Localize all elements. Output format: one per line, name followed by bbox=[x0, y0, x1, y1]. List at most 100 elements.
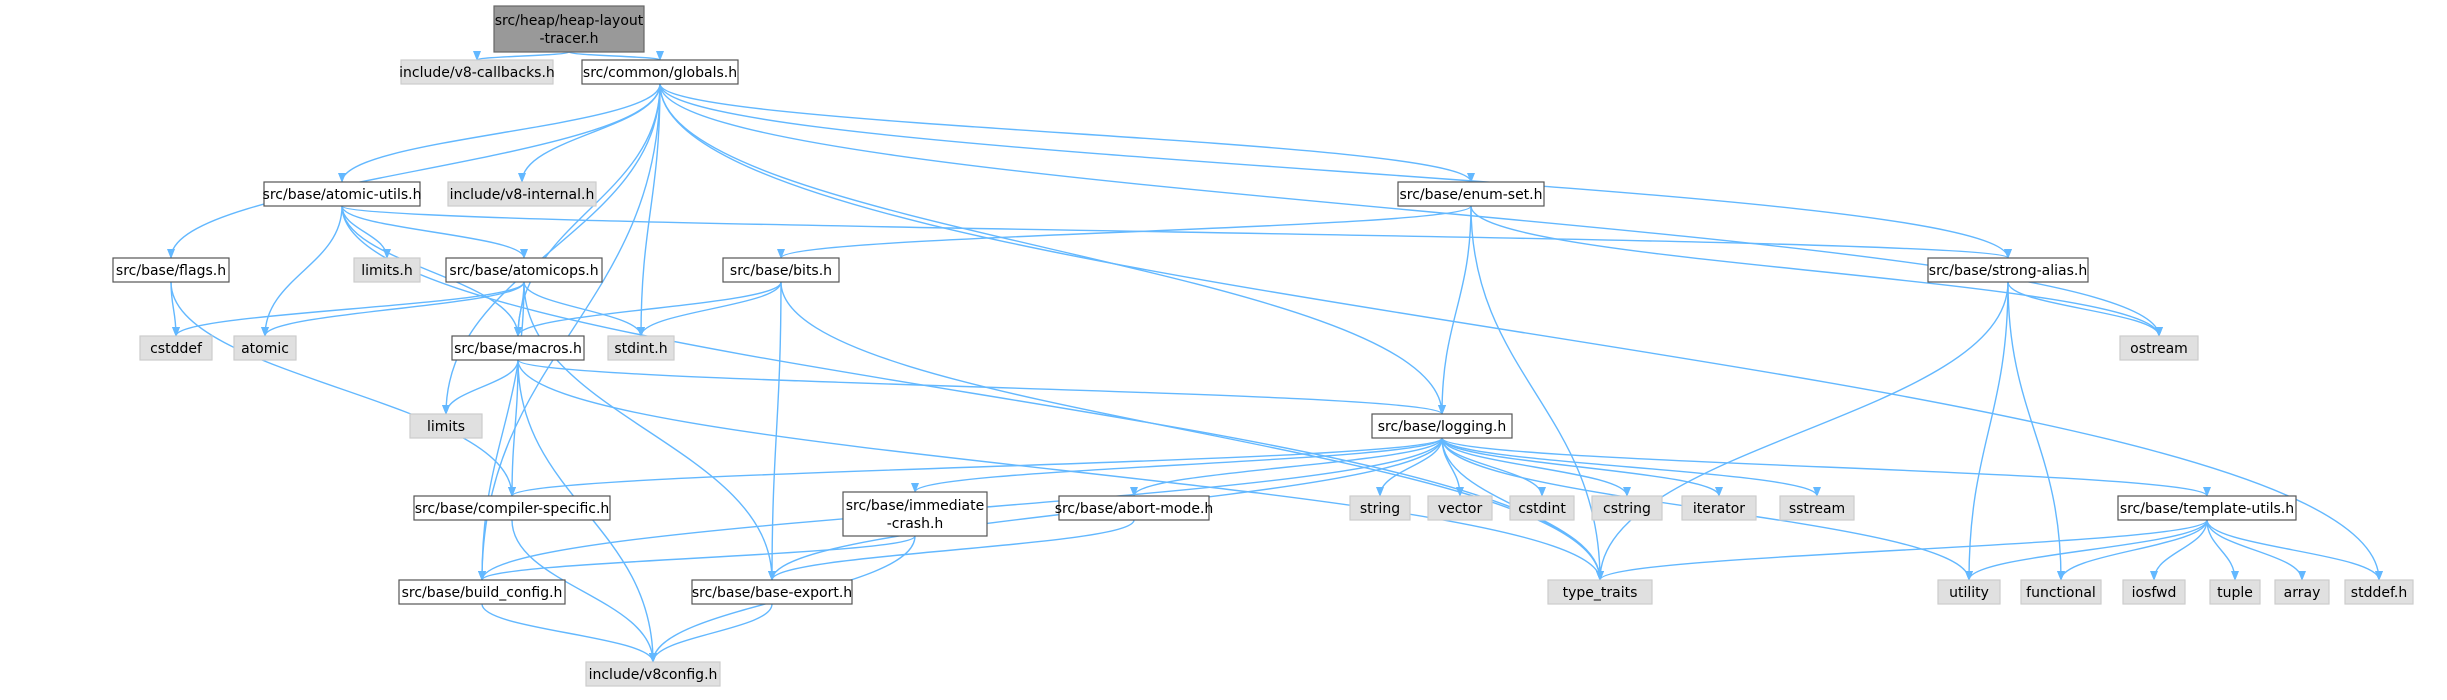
node-label-immediate: src/base/immediate bbox=[846, 498, 984, 514]
node-globals[interactable]: src/common/globals.h bbox=[581, 59, 739, 85]
node-label-heap: -tracer.h bbox=[540, 31, 599, 47]
node-atomic[interactable]: atomic bbox=[233, 335, 297, 361]
node-atomicops[interactable]: src/base/atomicops.h bbox=[445, 257, 603, 283]
node-box-abortmode bbox=[1058, 495, 1210, 521]
edge-atomicutils-to-macros bbox=[341, 205, 522, 337]
edge-logging-to-cstdint bbox=[1441, 437, 1546, 497]
node-iosfwd[interactable]: iosfwd bbox=[2122, 579, 2186, 605]
nodes-layer: src/heap/heap-layout -tracer.h include/v8-… bbox=[112, 5, 2414, 687]
edge-globals-to-v8internal bbox=[518, 83, 661, 183]
node-logging[interactable]: src/base/logging.h bbox=[1371, 413, 1513, 439]
node-box-stddefh bbox=[2344, 579, 2414, 605]
edge-enumset-to-logging bbox=[1438, 205, 1472, 415]
edge-macros-to-typetraits bbox=[517, 359, 1604, 581]
node-heap[interactable]: src/heap/heap-layout -tracer.h bbox=[493, 5, 645, 53]
node-stdint[interactable]: stdint.h bbox=[607, 335, 675, 361]
node-box-globals bbox=[581, 59, 739, 85]
node-box-typetraits bbox=[1547, 579, 1653, 605]
node-array[interactable]: array bbox=[2274, 579, 2330, 605]
node-bits[interactable]: src/base/bits.h bbox=[722, 257, 840, 283]
edge-globals-to-stddefh bbox=[659, 83, 2383, 581]
node-ostream[interactable]: ostream bbox=[2119, 335, 2199, 361]
node-typetraits[interactable]: type_traits bbox=[1547, 579, 1653, 605]
node-compiler[interactable]: src/base/compiler-specific.h bbox=[413, 495, 611, 521]
edge-bits-to-macros bbox=[514, 281, 782, 337]
node-box-cstring bbox=[1591, 495, 1663, 521]
edge-globals-to-ostream bbox=[659, 83, 2163, 337]
edge-globals-to-buildconfig bbox=[478, 83, 661, 581]
edge-atomicops-to-baseexport bbox=[523, 281, 776, 581]
node-box-v8internal bbox=[447, 181, 597, 207]
edge-logging-to-immediate bbox=[911, 437, 1443, 493]
node-label-v8internal: include/v8-internal.h bbox=[450, 187, 595, 203]
node-atomicutils[interactable]: src/base/atomic-utils.h bbox=[263, 181, 422, 207]
edge-immediate-to-buildconfig bbox=[478, 535, 916, 581]
node-label-heap: src/heap/heap-layout bbox=[495, 13, 644, 29]
node-tuple[interactable]: tuple bbox=[2209, 579, 2261, 605]
node-cstring[interactable]: cstring bbox=[1591, 495, 1663, 521]
node-label-limitsh: limits.h bbox=[361, 263, 412, 279]
node-box-cstdint bbox=[1509, 495, 1575, 521]
node-box-utility bbox=[1937, 579, 2001, 605]
node-box-atomic bbox=[233, 335, 297, 361]
node-box-buildconfig bbox=[398, 579, 566, 605]
node-box-atomicutils bbox=[263, 181, 421, 207]
node-v8internal[interactable]: include/v8-internal.h bbox=[447, 181, 597, 207]
node-label-iosfwd: iosfwd bbox=[2132, 585, 2177, 601]
node-label-cstring: cstring bbox=[1603, 501, 1651, 517]
node-stddefh[interactable]: stddef.h bbox=[2344, 579, 2414, 605]
node-utility[interactable]: utility bbox=[1937, 579, 2001, 605]
node-strongalias[interactable]: src/base/strong-alias.h bbox=[1927, 257, 2089, 283]
node-functional[interactable]: functional bbox=[2020, 579, 2102, 605]
node-label-strongalias: src/base/strong-alias.h bbox=[1929, 263, 2087, 279]
node-limits[interactable]: limits bbox=[409, 413, 483, 439]
edge-atomicops-to-atomic bbox=[261, 281, 525, 337]
node-iterator[interactable]: iterator bbox=[1681, 495, 1757, 521]
edge-globals-to-stdint bbox=[637, 83, 661, 337]
node-box-string bbox=[1349, 495, 1411, 521]
node-v8config[interactable]: include/v8config.h bbox=[585, 661, 721, 687]
node-buildconfig[interactable]: src/base/build_config.h bbox=[398, 579, 566, 605]
edge-bits-to-stdint bbox=[637, 281, 782, 337]
node-box-templateutils bbox=[2117, 495, 2297, 521]
node-box-strongalias bbox=[1927, 257, 2089, 283]
node-label-templateutils: src/base/template-utils.h bbox=[2120, 501, 2294, 517]
node-immediate[interactable]: src/base/immediate -crash.h bbox=[842, 491, 988, 537]
node-sstream[interactable]: sstream bbox=[1779, 495, 1855, 521]
node-label-v8config: include/v8config.h bbox=[589, 667, 718, 683]
node-vector[interactable]: vector bbox=[1427, 495, 1493, 521]
node-label-abortmode: src/base/abort-mode.h bbox=[1055, 501, 1214, 517]
node-enumset[interactable]: src/base/enum-set.h bbox=[1397, 181, 1545, 207]
edge-strongalias-to-utility bbox=[1965, 281, 2009, 581]
node-templateutils[interactable]: src/base/template-utils.h bbox=[2117, 495, 2297, 521]
node-box-baseexport bbox=[691, 579, 853, 605]
node-macros[interactable]: src/base/macros.h bbox=[451, 335, 585, 361]
edge-strongalias-to-typetraits bbox=[1596, 281, 2009, 581]
node-label-immediate: -crash.h bbox=[887, 516, 944, 532]
node-cstdint[interactable]: cstdint bbox=[1509, 495, 1575, 521]
node-label-typetraits: type_traits bbox=[1563, 585, 1638, 601]
node-label-atomicutils: src/base/atomic-utils.h bbox=[263, 187, 422, 203]
node-box-flags bbox=[112, 257, 230, 283]
node-baseexport[interactable]: src/base/base-export.h bbox=[691, 579, 853, 605]
node-box-immediate bbox=[842, 491, 988, 537]
node-label-string: string bbox=[1360, 501, 1400, 517]
edge-strongalias-to-ostream bbox=[2007, 281, 2163, 337]
edge-atomicops-to-stdint bbox=[523, 281, 645, 337]
node-v8cb[interactable]: include/v8-callbacks.h bbox=[399, 59, 555, 85]
node-label-baseexport: src/base/base-export.h bbox=[692, 585, 852, 601]
edge-bits-to-typetraits bbox=[780, 281, 1604, 581]
node-string[interactable]: string bbox=[1349, 495, 1411, 521]
node-label-limits: limits bbox=[427, 419, 465, 435]
node-abortmode[interactable]: src/base/abort-mode.h bbox=[1055, 495, 1214, 521]
node-box-vector bbox=[1427, 495, 1493, 521]
edge-logging-to-iterator bbox=[1441, 437, 1723, 497]
edge-flags-to-compiler bbox=[170, 281, 516, 497]
node-cstddef[interactable]: cstddef bbox=[139, 335, 213, 361]
node-label-vector: vector bbox=[1438, 501, 1483, 517]
node-limitsh[interactable]: limits.h bbox=[353, 257, 421, 283]
edge-globals-to-limits bbox=[442, 83, 661, 415]
node-flags[interactable]: src/base/flags.h bbox=[112, 257, 230, 283]
node-box-stdint bbox=[607, 335, 675, 361]
node-label-sstream: sstream bbox=[1789, 501, 1845, 517]
